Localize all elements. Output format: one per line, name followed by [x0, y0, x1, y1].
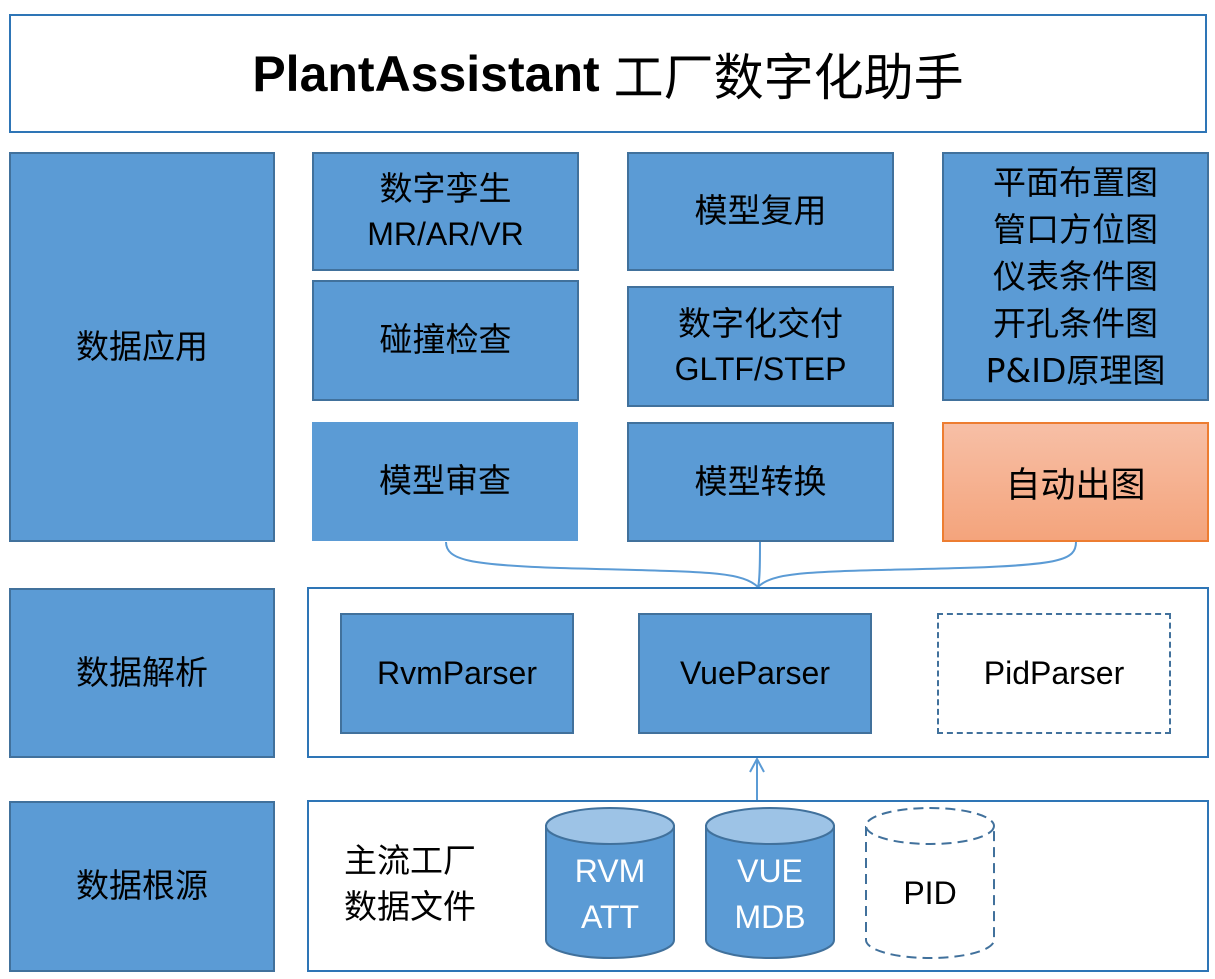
arrow-head-icon: [749, 756, 765, 773]
app-digital-delivery-formats: GLTF/STEP: [674, 351, 847, 388]
cylinder-vue-line1: VUE: [737, 853, 803, 889]
app-auto-drawing: 自动出图: [942, 422, 1209, 542]
drawing-item: 平面布置图: [993, 162, 1158, 202]
cylinder-rvm-line2: ATT: [581, 899, 639, 935]
app-auto-drawing-label: 自动出图: [1005, 465, 1146, 506]
drawing-item: P&ID原理图: [985, 351, 1166, 391]
app-model-review-label: 模型审查: [379, 461, 511, 501]
cylinder-rvm: RVM ATT: [545, 807, 675, 959]
app-model-review: 模型审查: [312, 422, 578, 541]
app-digital-twin-title: 数字孪生: [379, 169, 512, 208]
layer-application: 数据应用: [9, 152, 275, 542]
title-banner: PlantAssistant 工厂数字化助手: [9, 14, 1207, 133]
parser-rvm: RvmParser: [340, 613, 574, 734]
app-model-conversion: 模型转换: [627, 422, 894, 542]
app-model-reuse: 模型复用: [627, 152, 894, 271]
parser-vue: VueParser: [638, 613, 872, 734]
brace-connector: [445, 541, 1077, 589]
cylinder-vue-line2: MDB: [734, 899, 805, 935]
title-en: PlantAssistant: [252, 45, 600, 102]
app-drawings-list: 平面布置图 管口方位图 仪表条件图 开孔条件图 P&ID原理图: [942, 152, 1209, 401]
app-clash-check-label: 碰撞检查: [379, 320, 512, 360]
drawing-item: 管口方位图: [993, 209, 1158, 249]
layer-source-label: 数据根源: [76, 866, 208, 906]
app-model-conversion-label: 模型转换: [694, 461, 827, 501]
parser-vue-label: VueParser: [680, 655, 830, 692]
parser-rvm-label: RvmParser: [376, 655, 537, 692]
drawing-item: 仪表条件图: [993, 256, 1158, 296]
layer-application-label: 数据应用: [76, 326, 208, 366]
app-clash-check: 碰撞检查: [312, 280, 579, 401]
layer-parsing: 数据解析: [9, 588, 275, 758]
drawing-item: 开孔条件图: [993, 304, 1158, 344]
layer-parsing-label: 数据解析: [76, 652, 208, 692]
title-cn: 工厂数字化助手: [613, 48, 964, 107]
cylinder-pid: PID: [865, 807, 995, 959]
layer-source: 数据根源: [9, 801, 275, 972]
source-label-line2: 数据文件: [344, 887, 476, 927]
source-label: 主流工厂 数据文件: [344, 838, 476, 930]
cylinder-pid-label: PID: [903, 875, 956, 911]
app-digital-twin: 数字孪生 MR/AR/VR: [312, 152, 579, 271]
app-digital-delivery-title: 数字化交付: [678, 304, 843, 343]
cylinder-vue: VUE MDB: [705, 807, 835, 959]
app-digital-delivery: 数字化交付 GLTF/STEP: [627, 286, 894, 407]
cylinder-rvm-line1: RVM: [575, 853, 646, 889]
source-label-line1: 主流工厂: [344, 841, 476, 880]
app-digital-twin-formats: MR/AR/VR: [367, 216, 524, 253]
parser-pid: PidParser: [937, 613, 1171, 734]
parser-pid-label: PidParser: [983, 655, 1125, 691]
app-model-reuse-label: 模型复用: [694, 191, 827, 231]
